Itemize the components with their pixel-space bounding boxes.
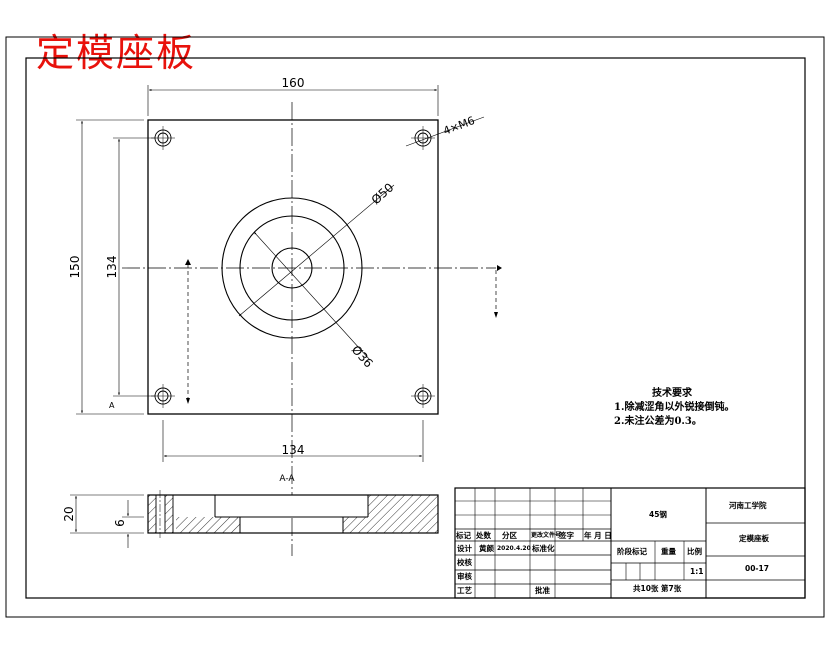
plate-outline <box>147 119 439 415</box>
outer-frame <box>5 36 825 618</box>
dim-160-text: 160 <box>282 76 305 90</box>
bolt-hole-top-right <box>411 126 435 150</box>
section-label: A-A <box>279 474 295 484</box>
rev-header-sign: 签字 <box>559 531 574 540</box>
section-mark-left: A <box>109 401 115 410</box>
rev-header-count: 处数 <box>476 531 491 540</box>
dim-134-v-text: 134 <box>105 256 119 279</box>
dimension-134-vertical: 134 <box>105 137 155 397</box>
inner-frame <box>25 57 806 599</box>
stage-label: 阶段标记 <box>617 547 647 556</box>
leader-dia-50: Ø50 <box>238 180 396 317</box>
standardization-label: 标准化 <box>532 544 555 553</box>
dimension-134-horizontal: 134 <box>162 420 424 462</box>
scale-label: 比例 <box>687 547 702 556</box>
drawing-number-text: 00-17 <box>745 564 769 573</box>
bore-outer-circle <box>221 197 363 339</box>
center-hole-circle <box>271 247 313 289</box>
section-view: A-A 20 6 <box>62 474 439 548</box>
process-label: 工艺 <box>457 586 472 595</box>
dimension-150: 150 <box>68 119 144 415</box>
dim-20-text: 20 <box>62 506 76 521</box>
leader-4xm6: 4×M6 <box>405 114 485 147</box>
rev-header-mark: 标记 <box>456 531 471 540</box>
school-text: 河南工学院 <box>729 501 767 510</box>
part-name-text: 定模座板 <box>739 534 769 543</box>
review-label: 审核 <box>457 572 472 581</box>
check-label: 校核 <box>457 558 472 567</box>
bolt-hole-bottom-right <box>411 384 435 408</box>
rev-header-date: 年 月 日 <box>584 531 612 540</box>
material-text: 45钢 <box>649 510 667 519</box>
dim-150-text: 150 <box>68 256 82 279</box>
title-block <box>454 487 806 599</box>
dimension-20: 20 <box>62 494 144 534</box>
dia-36-text: Ø36 <box>349 343 376 371</box>
designer-name: 黄颜 <box>479 544 494 553</box>
design-label: 设计 <box>457 544 472 553</box>
top-view: 160 150 134 134 4×M6 <box>68 76 502 556</box>
section-cut-left <box>185 259 191 404</box>
drawing-title: 定模座板 <box>36 31 197 75</box>
bolt-holes-text: 4×M6 <box>441 114 476 138</box>
rev-header-docno: 更改文件号 <box>531 532 562 539</box>
scale-text: 1:1 <box>690 567 704 576</box>
rev-header-zone: 分区 <box>502 531 517 540</box>
dimension-6: 6 <box>113 500 144 548</box>
dim-6-text: 6 <box>113 519 127 527</box>
tech-req-heading: 技术要求 <box>652 388 692 399</box>
bore-inner-circle <box>239 215 345 321</box>
dimension-160: 160 <box>147 76 439 116</box>
section-cut-right <box>494 265 502 318</box>
approve-label: 批准 <box>535 586 550 595</box>
weight-label: 重量 <box>661 547 676 556</box>
design-date: 2020.4.20 <box>497 545 531 552</box>
dim-134-h-text: 134 <box>282 443 305 457</box>
tech-req-item-2: 2.未注公差为0.3。 <box>614 416 702 427</box>
tech-req-item-1: 1.除减涩角以外锐接倒钝。 <box>614 402 735 413</box>
sheets-text: 共10张 第7张 <box>633 584 682 593</box>
leader-dia-36: Ø36 <box>253 231 376 371</box>
